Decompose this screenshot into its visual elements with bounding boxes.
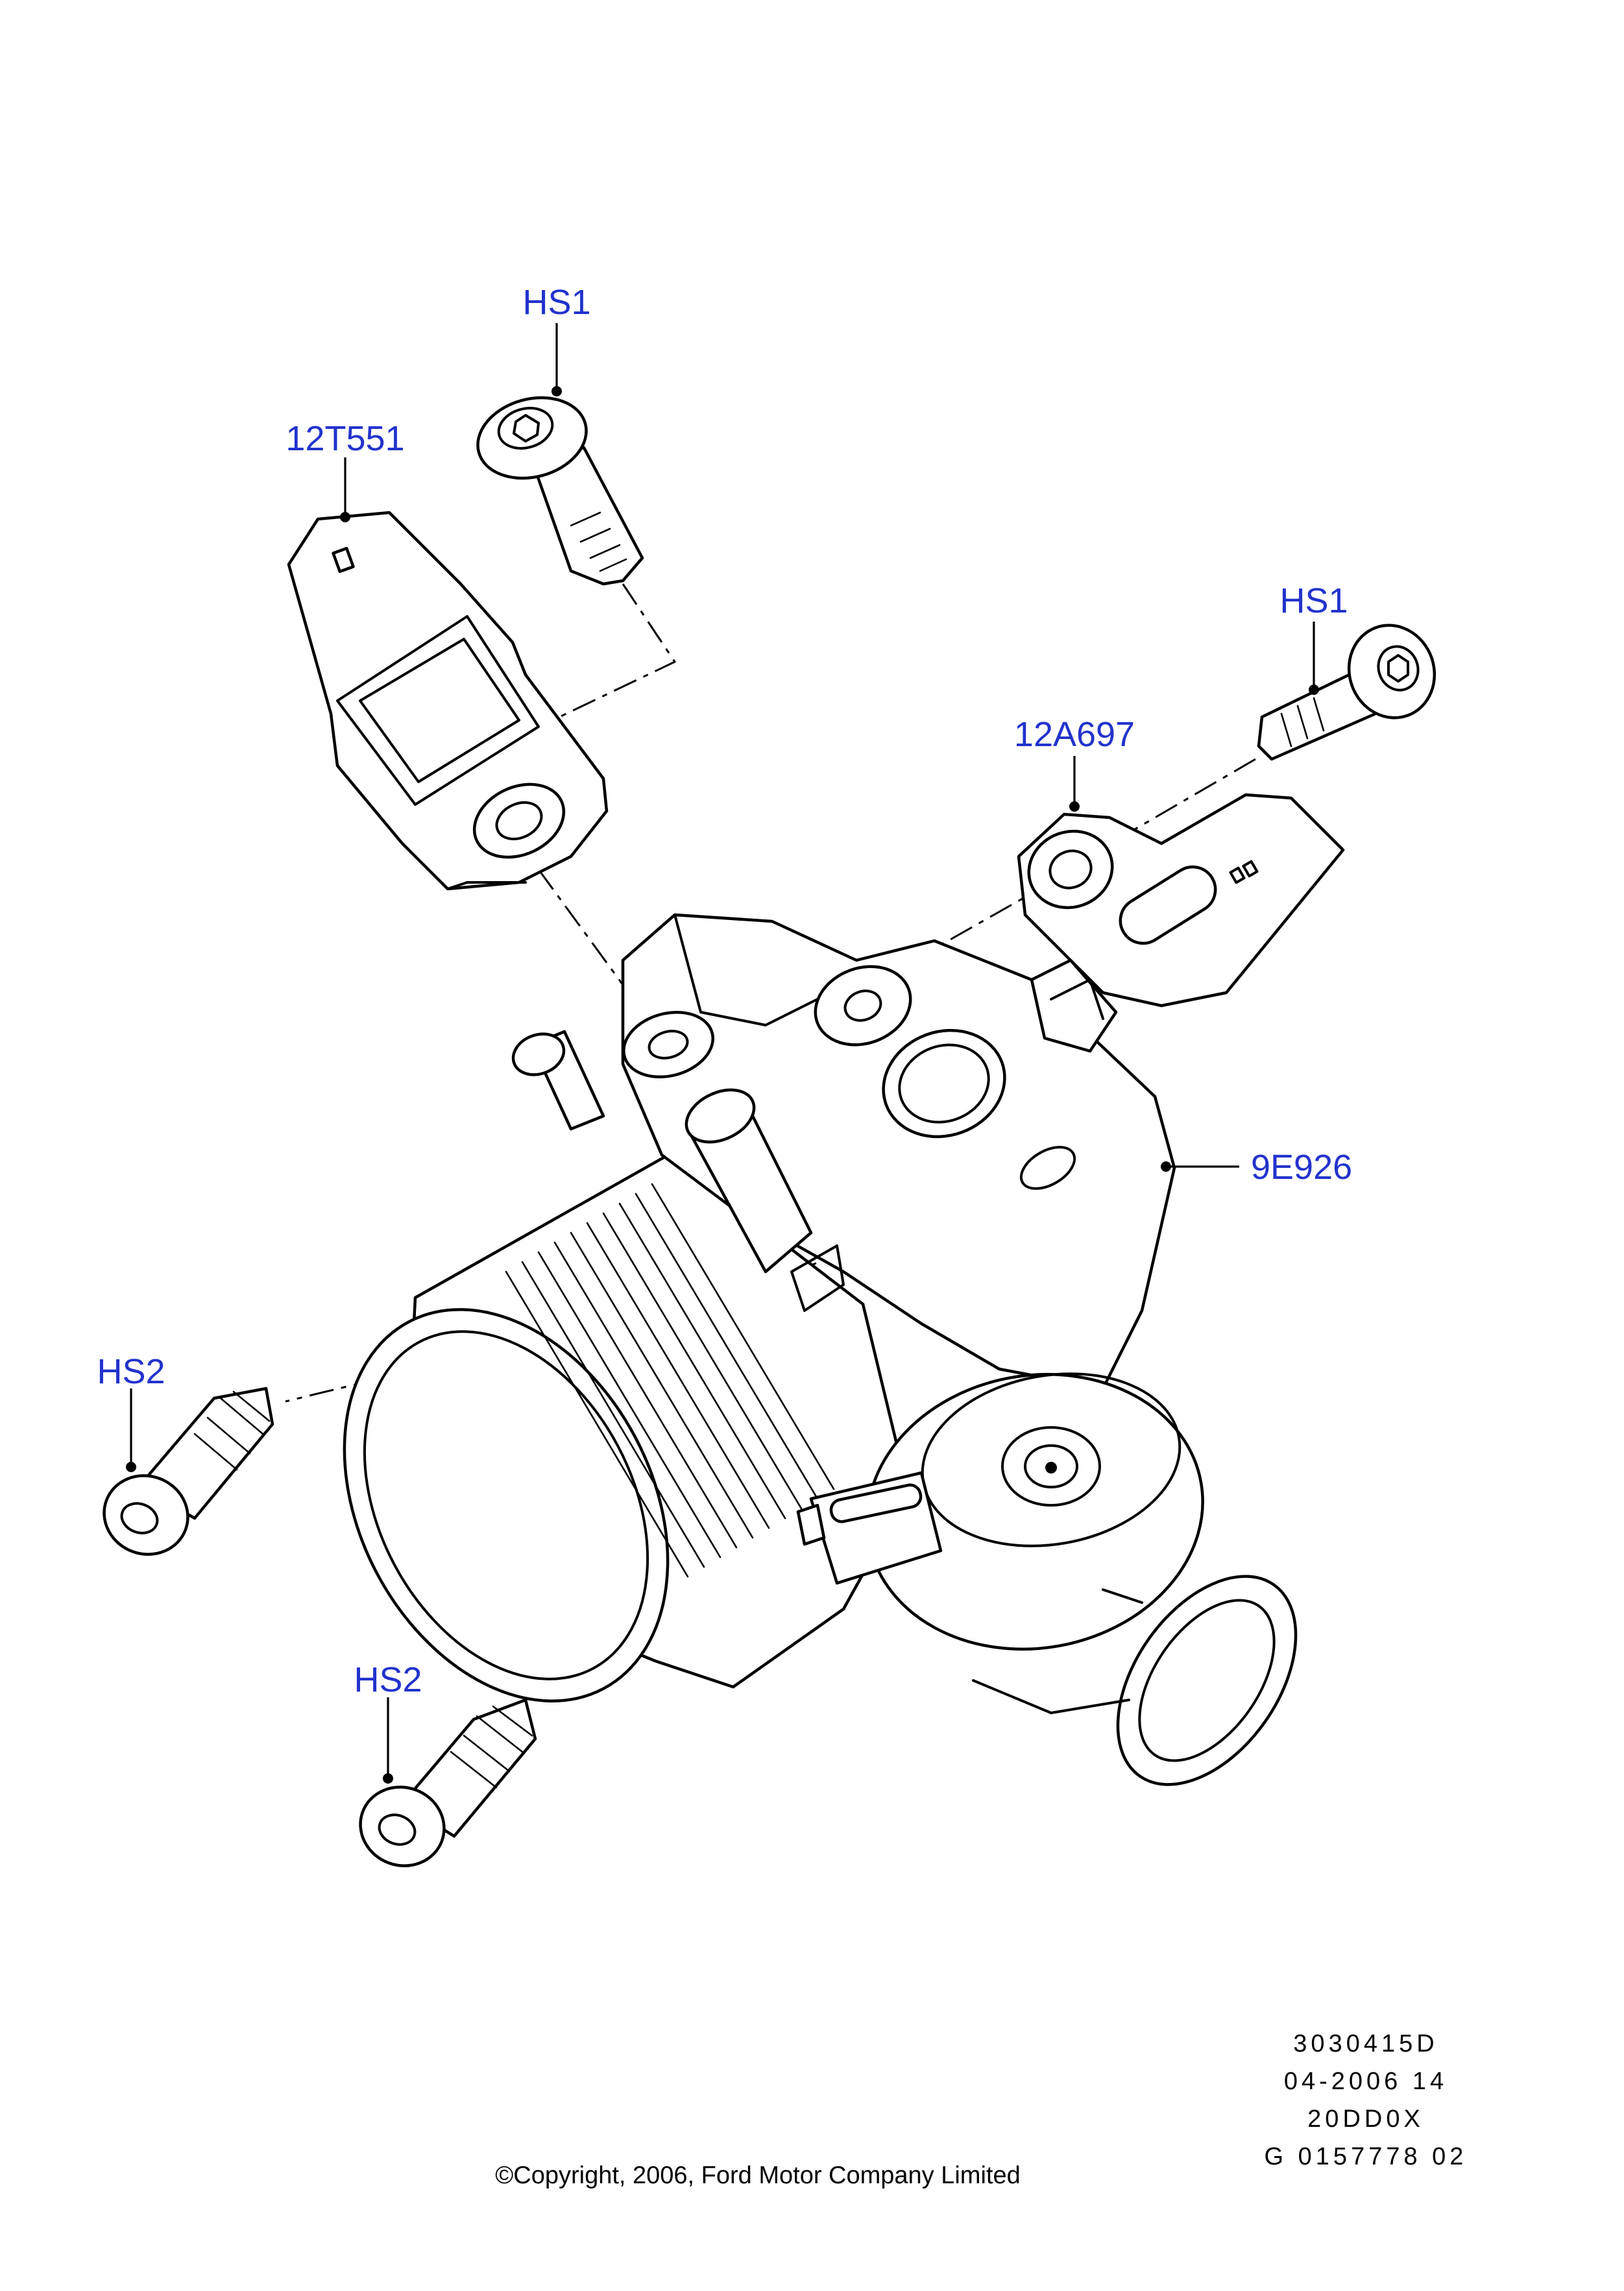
callout-hs1-top[interactable]: HS1 xyxy=(522,283,590,322)
reference-line-4: G 0157778 02 xyxy=(1265,2143,1468,2170)
callout-12t551[interactable]: 12T551 xyxy=(285,419,404,458)
callout-leaders xyxy=(126,323,1319,1784)
callout-hs1-right[interactable]: HS1 xyxy=(1279,581,1348,620)
bolt-hs1-right xyxy=(1257,624,1436,761)
reference-block: 3030415D 04-2006 14 20DD0X G 0157778 02 xyxy=(1265,2030,1468,2170)
throttle-position-sensor xyxy=(1017,793,1345,1053)
callout-9e926[interactable]: 9E926 xyxy=(1251,1148,1352,1187)
copyright-notice: ©Copyright, 2006, Ford Motor Company Lim… xyxy=(495,2162,1020,2189)
callout-hs2-left[interactable]: HS2 xyxy=(97,1352,165,1391)
reference-line-2: 04-2006 14 xyxy=(1284,2068,1448,2095)
callout-hs2-bottom[interactable]: HS2 xyxy=(354,1660,422,1699)
throttle-body xyxy=(343,913,1298,1786)
bolt-hs2-bottom xyxy=(359,1698,537,1867)
bolt-hs1-top xyxy=(476,396,644,586)
callout-12a697[interactable]: 12A697 xyxy=(1014,715,1135,754)
reference-line-3: 20DD0X xyxy=(1307,2105,1424,2133)
map-sensor xyxy=(287,511,609,891)
bolt-hs2-left xyxy=(103,1387,274,1556)
callout-labels: HS1 12T551 HS1 12A697 9E926 HS2 HS2 xyxy=(97,283,1352,1699)
reference-line-1: 3030415D xyxy=(1293,2030,1438,2057)
